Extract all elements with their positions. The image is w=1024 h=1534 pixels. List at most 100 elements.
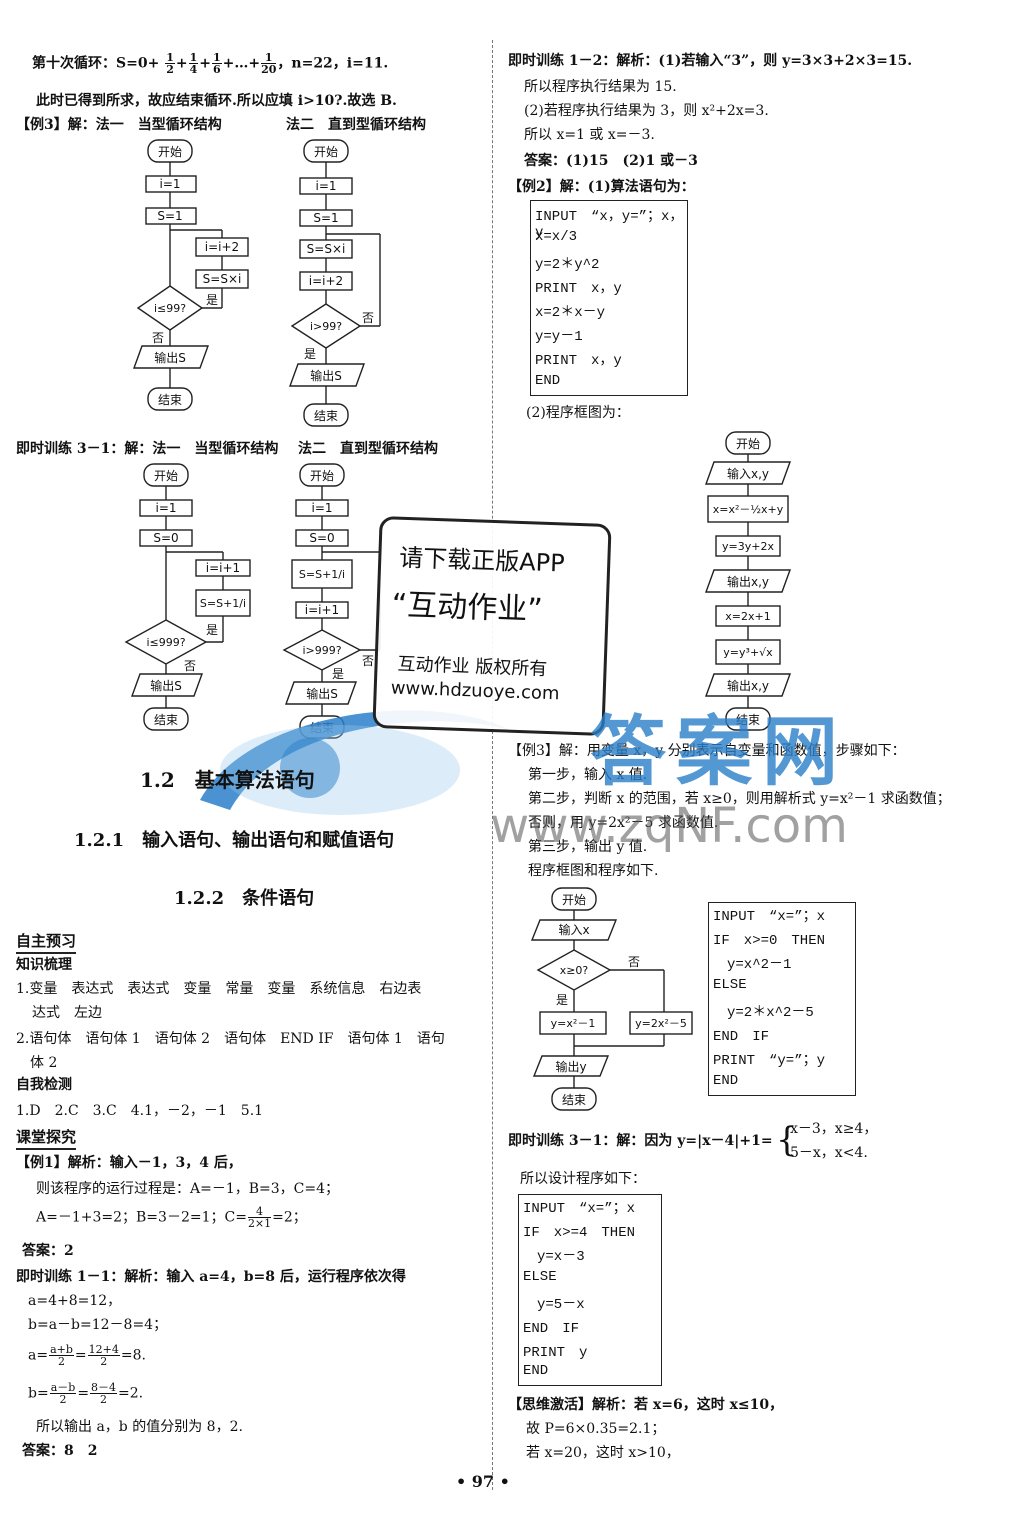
knowledge-1a: 1.变量 表达式 表达式 变量 常量 变量 系统信息 右边表: [16, 981, 422, 997]
drill31b-code-box: INPUT “x=”；x IF x>=4 THEN y=x－3 ELSE y=5…: [518, 1194, 662, 1386]
piecewise-brace: {: [776, 1120, 798, 1160]
svg-text:开始: 开始: [154, 469, 178, 483]
svg-text:y=3y+2x: y=3y+2x: [722, 540, 774, 553]
drill11-answer: 答案：8 2: [22, 1443, 98, 1459]
flowchart-ex3-m2: 开始 i=1 S=1 S=S×i i=i+2 i>99? 否 是 输出S 结束: [289, 139, 381, 427]
svg-text:i=i+1: i=i+1: [206, 561, 240, 575]
watermark-eye-logo: [200, 710, 510, 815]
svg-text:开始: 开始: [314, 145, 338, 159]
svg-text:y=x²－1: y=x²－1: [551, 1017, 596, 1030]
svg-text:开始: 开始: [736, 437, 760, 451]
svg-text:输出x,y: 输出x,y: [727, 574, 769, 589]
svg-text:结束: 结束: [314, 409, 338, 423]
svg-text:i=i+1: i=i+1: [305, 603, 339, 617]
drill31-method2: 法二 直到型循环结构: [298, 441, 438, 457]
flowchart-drill31-m1: 开始 i=1 S=0 i=i+1 S=S+1/i i≤999? 是 否 输出S …: [124, 463, 251, 731]
drill31b-sub: 所以设计程序如下：: [520, 1171, 646, 1187]
heading-1-2: 1.2 基本算法语句: [140, 768, 315, 792]
svg-text:y=2x²－5: y=2x²－5: [635, 1017, 687, 1030]
svg-text:结束: 结束: [154, 713, 178, 727]
knowledge-1b: 达式 左边: [32, 1005, 102, 1021]
selfcheck-answers: 1.D 2.C 3.C 4.1，－2，－1 5.1: [16, 1103, 264, 1119]
watermark-stamp: 请下载正版APP “互动作业” 互动作业 版权所有 www.hdzuoye.co…: [372, 516, 612, 736]
svg-text:否: 否: [628, 955, 640, 969]
drill11-line2: b=a－b=12－8=4；: [28, 1317, 168, 1333]
svg-text:是: 是: [206, 293, 218, 307]
svg-text:开始: 开始: [310, 469, 334, 483]
svg-text:开始: 开始: [562, 893, 586, 907]
ex3b-step4: 程序框图和程序如下.: [528, 863, 659, 879]
drill12-line2: 所以程序执行结果为 15.: [524, 79, 677, 95]
svg-text:i=1: i=1: [315, 179, 336, 193]
svg-text:S=S×i: S=S×i: [203, 272, 242, 286]
svg-text:输出S: 输出S: [306, 686, 338, 701]
knowledge-2b: 体 2: [30, 1055, 58, 1071]
svg-text:是: 是: [304, 347, 316, 361]
drill12-line1: 即时训练 1－2：解析：(1)若输入“3”，则 y=3×3+2×3=15.: [508, 53, 913, 69]
svg-text:S=S+1/i: S=S+1/i: [299, 568, 345, 581]
svg-text:i≤99?: i≤99?: [154, 302, 186, 315]
ex3b-step2b: 否则，用 y=2x²－5 求函数值.: [528, 815, 719, 831]
svg-text:结束: 结束: [562, 1093, 586, 1107]
svg-text:i=1: i=1: [159, 177, 180, 191]
loop10-end: 此时已得到所求，故应结束循环.所以应填 i>10?.故选 B.: [36, 93, 397, 109]
svg-text:i≤999?: i≤999?: [146, 636, 185, 649]
ex3b-step3: 第三步，输出 y 值.: [528, 839, 648, 855]
svg-text:输出S: 输出S: [154, 350, 186, 365]
svg-text:否: 否: [152, 331, 164, 345]
svg-text:S=0: S=0: [153, 531, 178, 545]
selfcheck-title: 自我检测: [16, 1077, 72, 1093]
knowledge-title: 知识梳理: [16, 957, 72, 973]
drill12-line4: 所以 x=1 或 x=－3.: [524, 127, 655, 143]
svg-text:S=S×i: S=S×i: [307, 242, 346, 256]
svg-text:结束: 结束: [158, 393, 182, 407]
watermark-brand: 答案网: [590, 707, 848, 796]
ex3-heading: 【例3】解：法一 当型循环结构: [16, 117, 222, 133]
watermark-url: www.zqNF.com: [490, 798, 848, 854]
svg-text:x≥0?: x≥0?: [560, 964, 589, 977]
svg-text:是: 是: [206, 623, 218, 637]
svg-text:输出S: 输出S: [150, 678, 182, 693]
drill12-line3: (2)若程序执行结果为 3，则 x²+2x=3.: [524, 103, 769, 119]
svg-text:x=x²－½x+y: x=x²－½x+y: [713, 503, 784, 516]
svg-text:x=2x+1: x=2x+1: [725, 610, 770, 623]
svg-text:i=i+2: i=i+2: [205, 240, 239, 254]
column-divider: [492, 40, 493, 1490]
svg-text:输入x: 输入x: [558, 922, 589, 937]
svg-text:输出x,y: 输出x,y: [727, 678, 769, 693]
ex2-code-box: INPUT “x，y=”；x，y x=x/3 y=2＊y^2 PRINT x，y…: [530, 200, 688, 396]
heading-1-2-1: 1.2.1 输入语句、输出语句和赋值语句: [74, 830, 395, 851]
fc-a-start: 开始: [158, 145, 182, 159]
piecewise-case2: 5－x，x<4.: [790, 1145, 868, 1161]
knowledge-2a: 2.语句体 语句体 1 语句体 2 语句体 END IF 语句体 1 语句: [16, 1031, 445, 1047]
think-line1: 【思维激活】解析：若 x=6，这时 x≤10，: [508, 1397, 784, 1413]
svg-text:否: 否: [362, 311, 374, 325]
section-class: 课堂探究: [16, 1126, 77, 1150]
ex1-line1: 则该程序的运行过程是：A=－1，B=3，C=4；: [36, 1181, 340, 1197]
ex3b-code-box: INPUT “x=”；x IF x>=0 THEN y=x^2－1 ELSE y…: [708, 902, 856, 1096]
think-line2: 故 P=6×0.35=2.1；: [526, 1421, 666, 1437]
section-preview: 自主预习: [16, 930, 77, 954]
ex3b-step2: 第二步，判断 x 的范围，若 x≥0，则用解析式 y=x²－1 求函数值；: [528, 791, 951, 807]
drill11-line5: 所以输出 a，b 的值分别为 8，2.: [36, 1419, 243, 1435]
drill11-heading: 即时训练 1－1：解析：输入 a=4，b=8 后，运行程序依次得: [16, 1269, 406, 1285]
svg-text:是: 是: [556, 993, 568, 1007]
svg-text:输出S: 输出S: [310, 368, 342, 383]
svg-text:i=1: i=1: [155, 501, 176, 515]
heading-1-2-2: 1.2.2 条件语句: [174, 888, 315, 909]
svg-text:S=0: S=0: [309, 531, 334, 545]
svg-text:结束: 结束: [736, 713, 760, 727]
ex3-method2: 法二 直到型循环结构: [286, 117, 426, 133]
svg-text:i>99?: i>99?: [310, 320, 342, 333]
ex1-heading: 【例1】解析：输入－1，3，4 后，: [16, 1155, 242, 1171]
drill31-heading: 即时训练 3－1：解：法一 当型循环结构: [16, 441, 279, 457]
flowchart-ex3b: 开始 输入x x≥0? 否 是 y=x²－1 y=2x²－5 输出y 结束: [530, 887, 693, 1111]
flowchart-ex2: 开始 输入x,y x=x²－½x+y y=3y+2x 输出x,y x=2x+1 …: [705, 431, 791, 731]
